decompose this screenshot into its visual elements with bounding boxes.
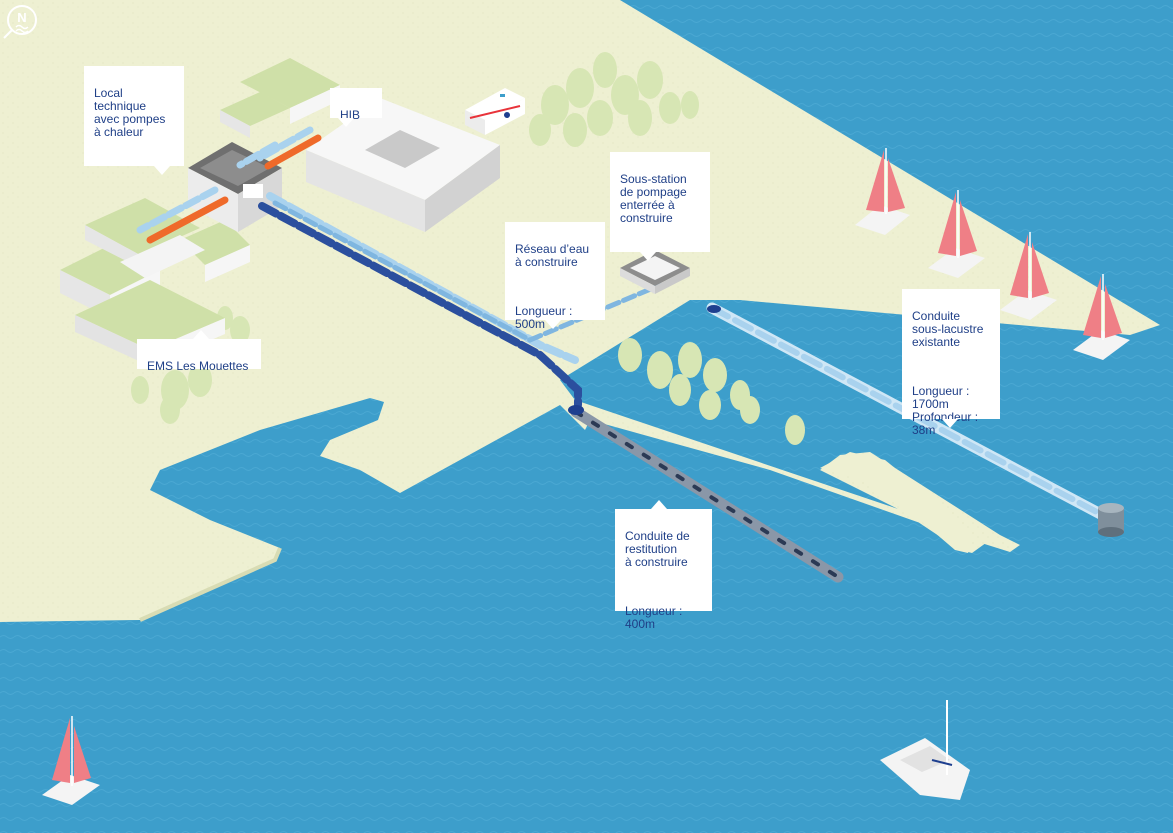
callout-reseau-eau: Réseau d’eau à construire Longueur : 500… — [505, 222, 605, 331]
tree-cluster-east — [618, 338, 805, 445]
sailboat-2 — [928, 190, 985, 278]
local-technique-building — [188, 142, 282, 232]
callout-hib: HIB — [330, 88, 382, 127]
callout-sous-station-text: Sous-station de pompage enterrée à const… — [620, 172, 687, 225]
callout-local-technique-text: Local technique avec pompes à chaleur — [94, 86, 166, 139]
north-compass-icon: N — [3, 5, 37, 39]
callout-ems: EMS Les Mouettes — [137, 330, 261, 373]
callout-ems-text: EMS Les Mouettes — [147, 359, 249, 373]
sailboat-4 — [1073, 274, 1130, 360]
sous-station-building — [620, 250, 690, 294]
hib-building — [306, 98, 500, 232]
ambulance — [465, 88, 525, 135]
callout-local-technique: Local technique avec pompes à chaleur — [84, 66, 184, 175]
intake-tower — [1098, 503, 1124, 537]
conduite-restitution-pipe — [568, 405, 844, 583]
callout-conduite-sous-lacustre-detail: Longueur : 1700m Profondeur : 38m — [912, 384, 979, 437]
water-network-pipes — [258, 192, 663, 409]
callout-conduite-sous-lacustre-title: Conduite sous-lacustre existante — [912, 309, 984, 349]
hib-annex-buildings — [220, 58, 340, 138]
sailboat-5 — [42, 716, 100, 805]
callout-sous-station: Sous-station de pompage enterrée à const… — [610, 152, 710, 261]
heat-pipes-west — [136, 126, 322, 244]
breakwater — [820, 452, 972, 553]
callout-conduite-sous-lacustre: Conduite sous-lacustre existante Longueu… — [902, 289, 1000, 437]
sailboat-3 — [1000, 232, 1057, 320]
motor-boat — [880, 700, 970, 800]
callout-conduite-restitution: Conduite de restitution à construire Lon… — [615, 500, 712, 631]
callout-reseau-eau-detail: Longueur : 500m — [515, 304, 573, 331]
callout-conduite-restitution-title: Conduite de restitution à construire — [625, 529, 690, 569]
tree-cluster-north — [529, 52, 699, 147]
callout-conduite-restitution-detail: Longueur : 400m — [625, 604, 683, 631]
compass-letter: N — [17, 10, 26, 25]
shore-edge — [139, 547, 282, 622]
sailboat-1 — [855, 148, 910, 235]
callout-reseau-eau-title: Réseau d’eau à construire — [515, 242, 590, 269]
